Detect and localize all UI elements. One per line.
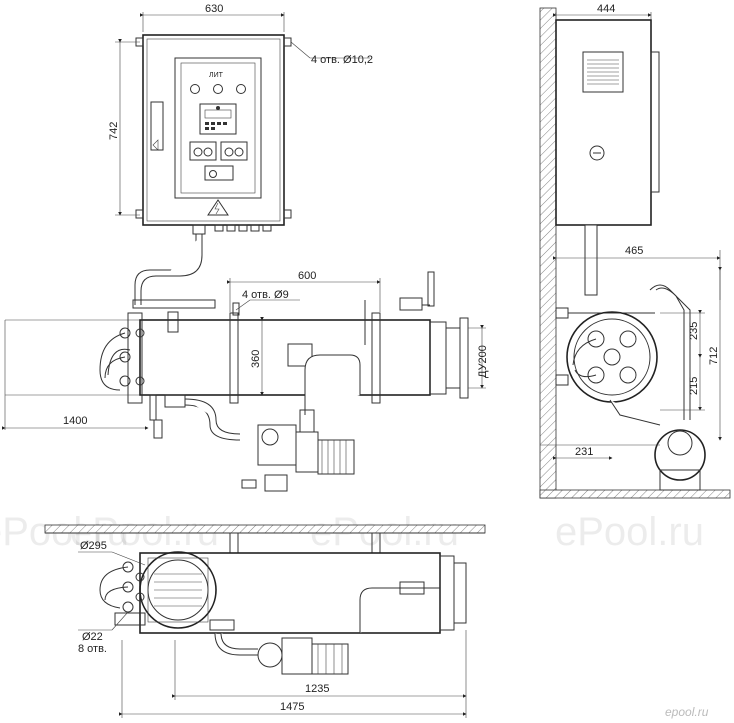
dim-plan-inner-length: 1235 [305, 683, 329, 695]
side-dimensions: 444 465 235 215 712 231 [553, 3, 722, 460]
dim-chamber-height: 360 [250, 350, 262, 368]
button-3 [224, 147, 234, 157]
dim-plan-diameter: Ø295 [80, 540, 107, 552]
button-2 [203, 147, 213, 157]
lamp-cap-3 [587, 366, 605, 384]
wall-hatch [539, 7, 557, 499]
dim-plan-holes-count: 8 отв. [78, 643, 107, 655]
dim-side-depth: 465 [625, 245, 643, 257]
door-handle [150, 101, 164, 151]
dim-side-width: 444 [597, 3, 615, 15]
button-4 [234, 147, 244, 157]
brand-logo: epool.ru [665, 705, 709, 719]
ceiling-hatch [44, 524, 486, 534]
pump-plan [257, 637, 349, 675]
dim-side-lower: 215 [688, 377, 700, 395]
control-cabinet-front: ЛИТ [134, 34, 292, 305]
indicator-lamp-2 [213, 84, 223, 94]
lamp-cap-4 [619, 366, 637, 384]
dim-side-floor: 231 [575, 446, 593, 458]
main-switch [589, 145, 605, 161]
controller-display [199, 103, 237, 135]
dim-plan-holes-diameter: Ø22 [82, 631, 103, 643]
cabinet-door [174, 57, 262, 199]
uv-unit-front [4, 271, 469, 492]
circulation-pump [241, 409, 355, 492]
watermark-4: ePool.ru [555, 510, 704, 554]
dim-side-total: 712 [708, 347, 720, 365]
cooling-grille [582, 51, 624, 93]
pump-side [654, 429, 706, 481]
dim-side-upper: 235 [688, 322, 700, 340]
outlet-flange [445, 327, 461, 389]
control-panel [180, 62, 256, 194]
indicator-lamp-1 [190, 84, 200, 94]
cabinet-dimensions: 630 742 4 отв. Ø10,2 [108, 3, 373, 216]
uv-chamber-flange [566, 311, 658, 403]
selector-switch [209, 170, 217, 178]
high-voltage-warning-icon [207, 199, 229, 216]
dim-flange: ДУ200 [477, 345, 489, 378]
cabinet-side [555, 19, 652, 226]
panel-logo: ЛИТ [209, 72, 224, 79]
plan-view [44, 524, 486, 675]
dim-cabinet-width: 630 [205, 3, 223, 15]
plan-dimensions: Ø295 Ø22 8 отв. 1235 1475 [78, 540, 467, 718]
lamp-cap-5 [603, 348, 621, 366]
inlet-flange-plan [139, 551, 217, 629]
lamp-cap-2 [619, 330, 637, 348]
dim-cabinet-height: 742 [108, 122, 120, 140]
button-1 [193, 147, 203, 157]
dim-chamber-holes: 4 отв. Ø9 [242, 289, 289, 301]
lamp-cap-1 [587, 330, 605, 348]
dim-front-length: 1400 [63, 415, 87, 427]
cabinet-body [142, 34, 285, 226]
indicator-lamp-3 [236, 84, 246, 94]
dim-cabinet-holes: 4 отв. Ø10,2 [311, 54, 373, 66]
dim-plan-total-length: 1475 [280, 701, 304, 713]
uv-chamber-body [139, 319, 431, 396]
side-view [539, 7, 731, 499]
front-dimensions: 600 4 отв. Ø9 360 ДУ200 1400 [2, 270, 489, 430]
floor-hatch [539, 489, 731, 499]
dim-chamber-length: 600 [298, 270, 316, 282]
